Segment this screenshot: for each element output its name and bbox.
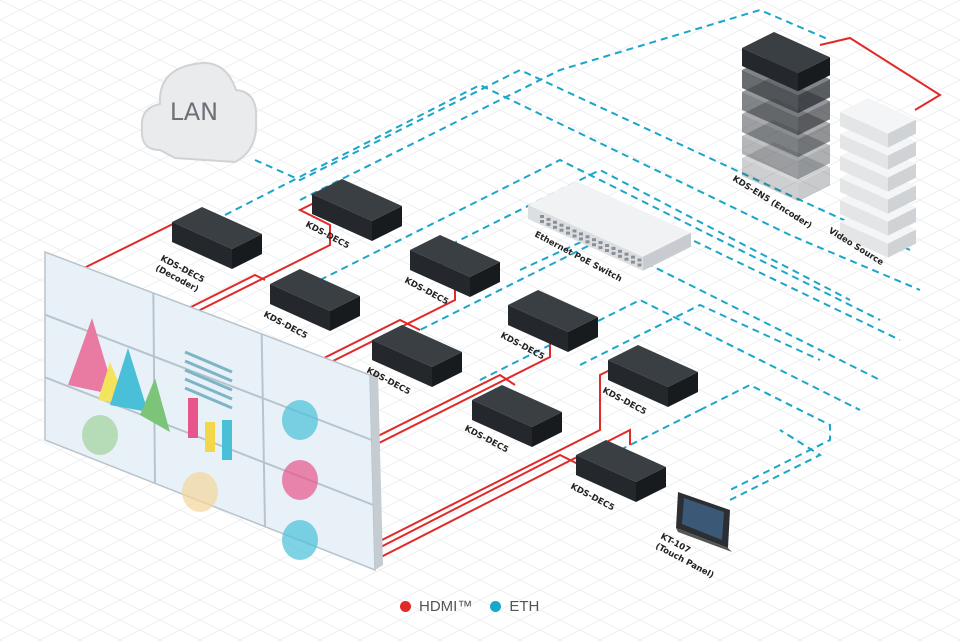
- eth-cable: [439, 168, 851, 301]
- eth-cable: [409, 238, 881, 381]
- video-wall: [44, 250, 383, 572]
- eth-cable: [479, 298, 861, 411]
- lan-label: LAN: [170, 98, 218, 126]
- eth-cable: [224, 83, 921, 291]
- hdmi-dot-icon: [400, 601, 411, 612]
- hdmi-cable: [374, 453, 581, 551]
- eth-cable: [299, 8, 831, 201]
- encoder-device: [742, 142, 830, 202]
- touch-panel: [676, 492, 732, 552]
- decoder-device: [270, 269, 360, 331]
- legend: HDMI™ ETH: [400, 598, 549, 615]
- numbered-tile-art: [282, 520, 318, 560]
- numbered-tile-art: [282, 460, 318, 500]
- hdmi-cable: [169, 199, 331, 326]
- triangle-chart-art: [68, 318, 115, 395]
- eth-cable: [699, 383, 831, 491]
- decoder-device: [312, 179, 402, 241]
- hdmi-cable: [369, 373, 516, 441]
- eth-cable: [579, 303, 821, 366]
- eth-cable: [729, 429, 823, 501]
- numbered-tile-art: [182, 472, 218, 512]
- hdmi-cable: [819, 36, 942, 111]
- decoder-device: [472, 385, 562, 447]
- encoder-device: [742, 32, 830, 92]
- decoder-device: [172, 207, 262, 269]
- eth-cable: [319, 158, 881, 321]
- numbered-tile-art: [282, 400, 318, 440]
- decoder-device: [508, 290, 598, 352]
- numbered-tile-art: [82, 415, 118, 455]
- eth-cable: [619, 409, 701, 451]
- lan-cloud: LAN: [140, 62, 258, 164]
- decoder-device: [372, 325, 462, 387]
- legend-hdmi: HDMI™: [419, 598, 473, 615]
- ethernet-switch: [528, 181, 691, 271]
- legend-eth: ETH: [509, 598, 540, 615]
- eth-dot-icon: [490, 601, 502, 612]
- decoder-device: [576, 440, 666, 502]
- hdmi-cable: [374, 428, 631, 561]
- video-source-device: [840, 98, 916, 148]
- decoder-device: [410, 235, 500, 297]
- decoder-device: [608, 345, 698, 407]
